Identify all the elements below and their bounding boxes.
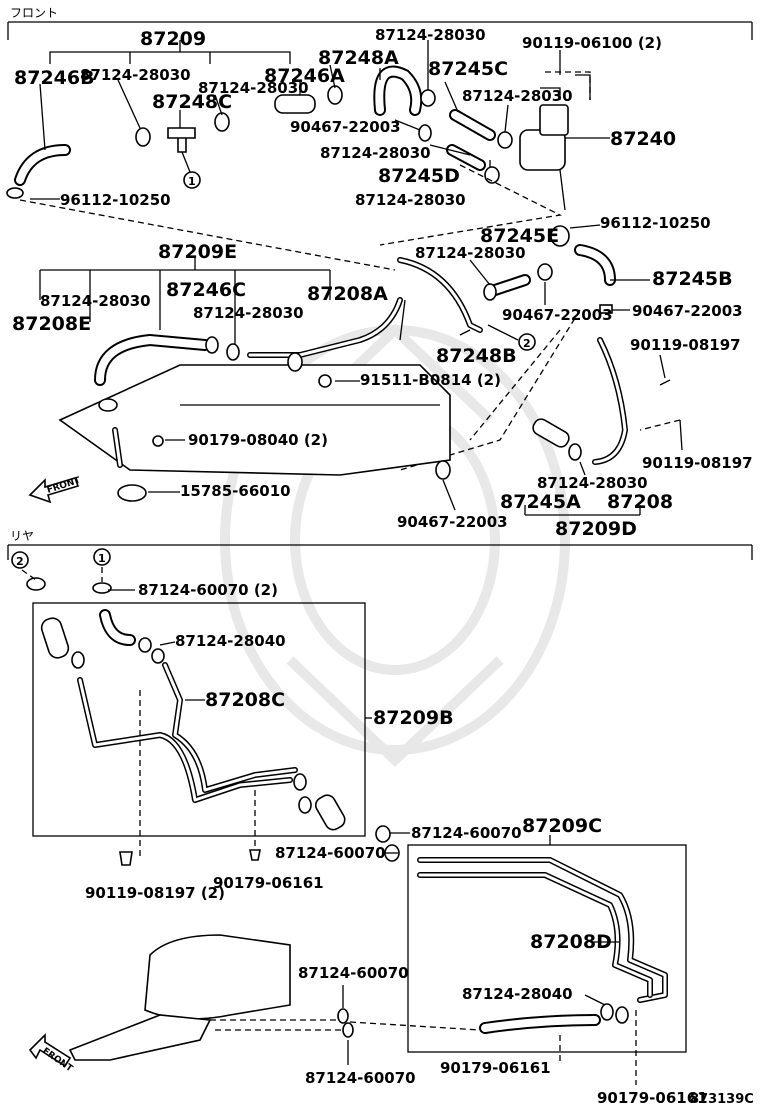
label-87124-60070-pair: 87124-60070 (2) xyxy=(138,581,278,599)
label-87208c: 87208C xyxy=(205,689,285,711)
figure-code: 873139C xyxy=(690,1092,754,1107)
circle-mark-2-rear: 2 xyxy=(16,555,24,568)
label-87245a: 87245A xyxy=(500,491,581,513)
label-87208a: 87208A xyxy=(307,283,388,305)
label-87245e: 87245E xyxy=(480,225,559,247)
rear-assembly-drawing: 2 1 FRO xyxy=(11,548,687,1085)
label-87248a: 87248A xyxy=(318,47,399,69)
circle-mark-1: 1 xyxy=(188,175,196,188)
label-87124-28030-j: 87124-28030 xyxy=(537,474,648,492)
label-90467-22003-a: 90467-22003 xyxy=(290,118,401,136)
circle-mark-2: 2 xyxy=(523,337,531,350)
circle-mark-1-rear: 1 xyxy=(98,552,106,565)
label-87124-60070-b: 87124-60070 xyxy=(275,844,386,862)
label-90179-08040: 90179-08040 (2) xyxy=(188,431,328,449)
label-87124-28030-g: 87124-28030 xyxy=(415,244,526,262)
label-87124-60070-a: 87124-60070 xyxy=(411,824,522,842)
label-90119-08197-b: 90119-08197 xyxy=(642,454,753,472)
label-87124-28030-c: 87124-28030 xyxy=(375,26,486,44)
leader-lines xyxy=(30,40,683,1065)
label-90467-22003-b: 90467-22003 xyxy=(502,306,613,324)
label-96112-10250-b: 96112-10250 xyxy=(600,214,711,232)
rear-part-labels: 87124-60070 (2) 87124-28040 87208C 87209… xyxy=(85,581,754,1107)
label-90179-06161-c: 90179-06161 xyxy=(597,1089,708,1107)
label-96112-10250-a: 96112-10250 xyxy=(60,191,171,209)
label-87209b: 87209B xyxy=(373,707,454,729)
label-87209: 87209 xyxy=(140,28,206,50)
label-87245c: 87245C xyxy=(428,58,508,80)
label-87208d: 87208D xyxy=(530,931,612,953)
label-87124-28040-b: 87124-28040 xyxy=(462,985,573,1003)
label-87246c: 87246C xyxy=(166,279,246,301)
section-title-rear: リヤ xyxy=(10,529,34,543)
label-87124-28040-a: 87124-28040 xyxy=(175,632,286,650)
label-90119-08197-rear: 90119-08197 (2) xyxy=(85,884,225,902)
label-15785-66010: 15785-66010 xyxy=(180,482,291,500)
label-90467-22003-c: 90467-22003 xyxy=(632,302,743,320)
label-87248b: 87248B xyxy=(436,345,517,367)
section-frame-rear xyxy=(7,544,753,560)
label-91511-b0814: 91511-B0814 (2) xyxy=(360,371,501,389)
label-90119-06100: 90119-06100 (2) xyxy=(522,34,662,52)
label-87209e: 87209E xyxy=(158,241,237,263)
label-90179-06161-a: 90179-06161 xyxy=(213,874,324,892)
label-87124-60070-d: 87124-60070 xyxy=(305,1069,416,1087)
label-87124-28030-d: 87124-28030 xyxy=(462,87,573,105)
label-87124-28030-i: 87124-28030 xyxy=(193,304,304,322)
label-87124-28030-f: 87124-28030 xyxy=(355,191,466,209)
label-87124-28030-b: 87124-28030 xyxy=(198,79,309,97)
label-87245b: 87245B xyxy=(652,268,733,290)
label-87240: 87240 xyxy=(610,128,676,150)
label-87248c: 87248C xyxy=(152,91,232,113)
label-87245d: 87245D xyxy=(378,165,460,187)
label-87124-28030-a: 87124-28030 xyxy=(80,66,191,84)
label-87124-28030-e: 87124-28030 xyxy=(320,144,431,162)
label-87209d: 87209D xyxy=(555,518,637,540)
section-title-front: フロント xyxy=(10,6,58,20)
label-90119-08197-a: 90119-08197 xyxy=(630,336,741,354)
label-87208e: 87208E xyxy=(12,313,91,335)
label-90467-22003-d: 90467-22003 xyxy=(397,513,508,531)
front-assembly-drawing: 1 2 xyxy=(6,40,681,516)
front-part-labels: 87209 87246B 87124-28030 87124-28030 872… xyxy=(12,26,753,540)
label-87246b: 87246B xyxy=(14,67,95,89)
label-87124-60070-c: 87124-60070 xyxy=(298,964,409,982)
label-87209c: 87209C xyxy=(522,815,602,837)
label-90179-06161-b: 90179-06161 xyxy=(440,1059,551,1077)
section-frame-front xyxy=(7,21,753,40)
label-87208: 87208 xyxy=(607,491,673,513)
label-87246a: 87246A xyxy=(264,65,345,87)
label-87124-28030-h: 87124-28030 xyxy=(40,292,151,310)
front-arrow-label-top: FRONT xyxy=(46,475,83,495)
